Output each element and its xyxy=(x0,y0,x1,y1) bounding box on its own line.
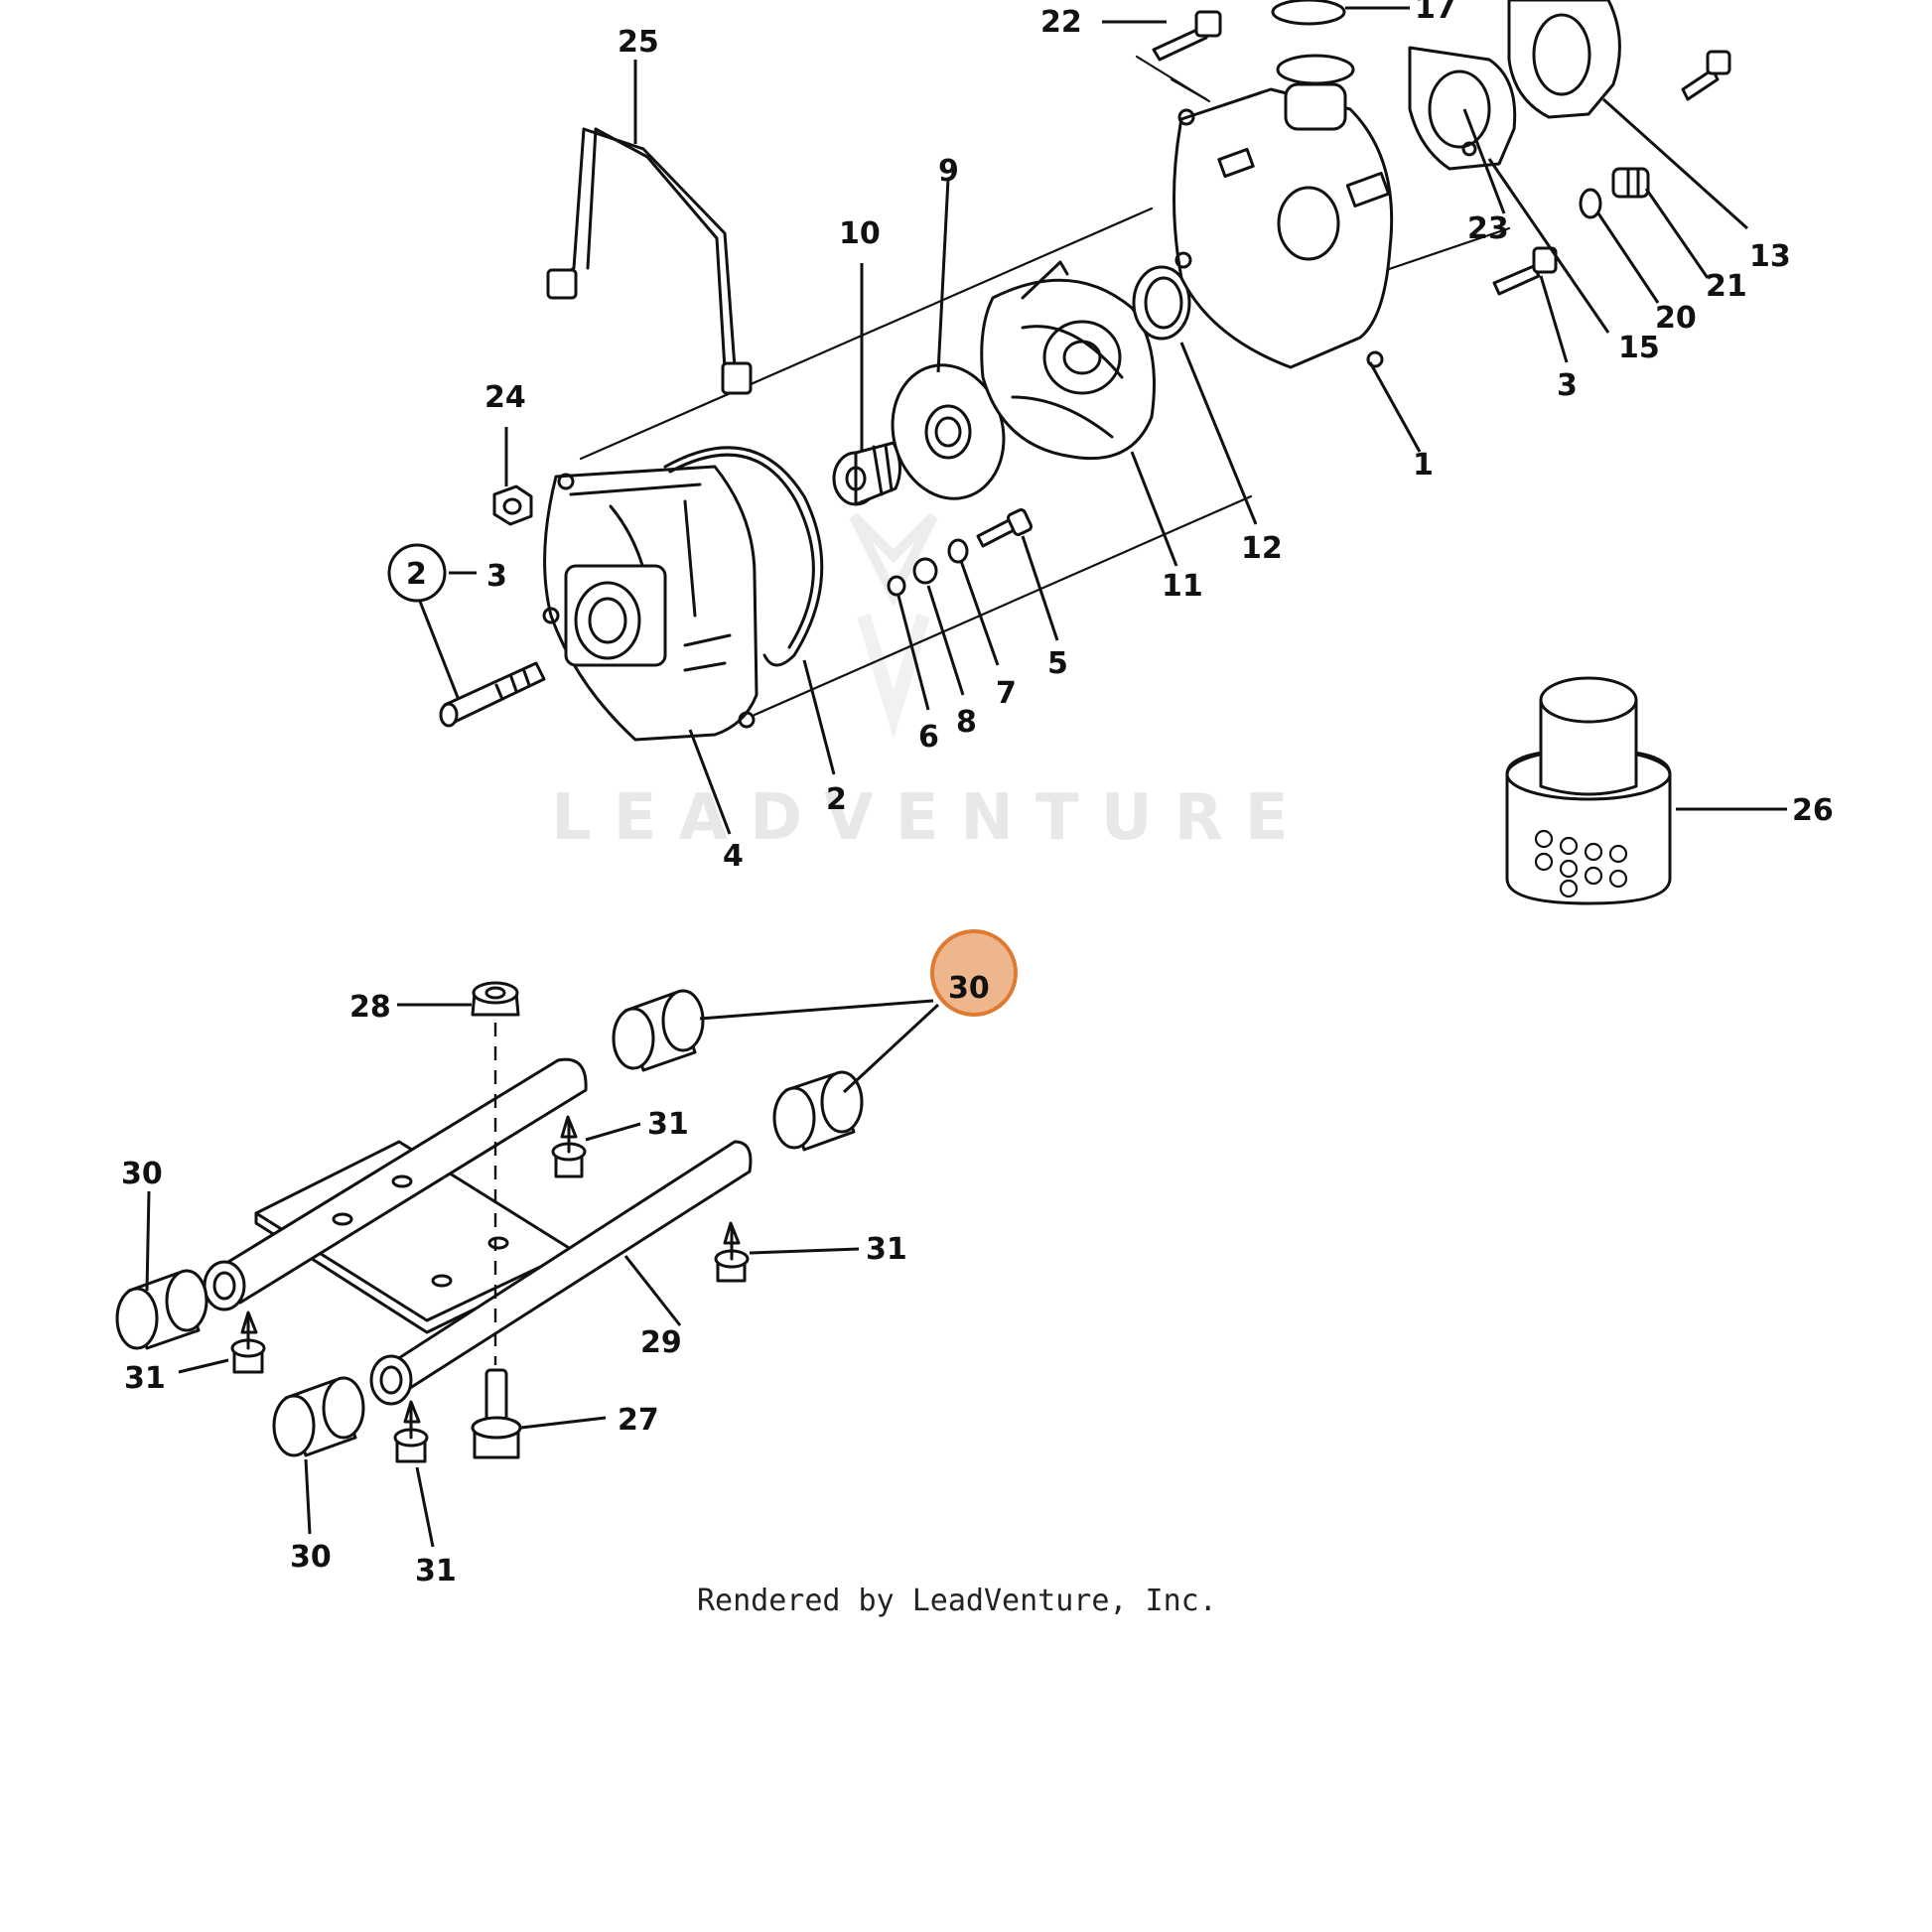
callout-8: 8 xyxy=(956,705,977,740)
callout-22: 22 xyxy=(1040,5,1082,40)
callout-27: 27 xyxy=(618,1403,659,1438)
callout-31-c: 31 xyxy=(124,1361,166,1396)
callout-15: 15 xyxy=(1618,331,1660,365)
callout-21: 21 xyxy=(1706,269,1747,304)
part-7-washer xyxy=(947,538,969,564)
part-12-seal-ring xyxy=(1132,265,1191,341)
part-30-bushing-top-right xyxy=(772,1070,864,1152)
callout-23: 23 xyxy=(1467,211,1509,246)
part-31-screw-b xyxy=(714,1221,750,1283)
callout-10: 10 xyxy=(839,216,881,251)
part-1-pump-housing xyxy=(1173,54,1394,369)
leader-lines xyxy=(145,6,1787,1548)
callout-7: 7 xyxy=(996,676,1017,711)
part-6-washer xyxy=(887,575,906,597)
callout-5: 5 xyxy=(1047,646,1068,681)
highlighted-callout-marker[interactable] xyxy=(930,929,1018,1017)
callout-25: 25 xyxy=(618,25,659,60)
callout-2-circled: 2 xyxy=(406,557,427,592)
part-21-drain-plug xyxy=(1611,167,1650,199)
part-31-screw-a xyxy=(551,1115,587,1178)
callout-29: 29 xyxy=(640,1325,682,1360)
callout-3-right: 3 xyxy=(1557,368,1578,403)
part-24-nut xyxy=(492,484,533,526)
part-22-bolt xyxy=(1152,10,1222,62)
part-5-bolt xyxy=(976,508,1033,548)
callout-31-d: 31 xyxy=(415,1554,457,1588)
callout-30-bottom: 30 xyxy=(290,1540,332,1575)
part-2-o-ring xyxy=(663,446,824,667)
callout-3-left: 3 xyxy=(486,559,507,594)
part-4-front-cover xyxy=(542,465,759,742)
callout-31-b: 31 xyxy=(866,1232,907,1267)
callout-13: 13 xyxy=(1749,239,1791,274)
footer-credit: Rendered by LeadVenture, Inc. xyxy=(697,1584,1217,1618)
watermark-text: LEADVENTURE xyxy=(551,781,1311,855)
callout-11: 11 xyxy=(1162,569,1203,604)
callout-circle-2 xyxy=(387,543,447,603)
part-2-stud xyxy=(439,661,546,728)
callout-labels: 25 9 10 24 2 3 4 2 6 8 7 5 11 12 1 3 23 … xyxy=(121,0,1834,1588)
callout-20: 20 xyxy=(1655,301,1697,336)
part-10-plug xyxy=(832,441,901,506)
callout-24: 24 xyxy=(484,380,526,415)
part-13-cover-plate xyxy=(1507,0,1621,119)
part-27-flange-bolt xyxy=(471,1368,522,1459)
part-30-bushing-bottom xyxy=(272,1376,365,1457)
callout-30-left: 30 xyxy=(121,1157,163,1191)
part-29-frame xyxy=(203,1057,753,1406)
part-26-strainer xyxy=(1505,676,1672,905)
part-25-rod xyxy=(546,127,753,395)
top-right-bolt xyxy=(1681,50,1731,101)
part-31-screw-d xyxy=(393,1400,429,1463)
callout-6: 6 xyxy=(918,720,939,755)
part-11-impeller xyxy=(980,260,1156,461)
part-9-seal-plate xyxy=(891,363,1006,500)
part-30-bushing-top-left xyxy=(612,989,705,1072)
callout-31-a: 31 xyxy=(647,1107,689,1142)
part-15-gasket xyxy=(1461,141,1477,157)
part-31-screw-c xyxy=(230,1311,266,1374)
part-17-o-ring xyxy=(1271,0,1346,26)
part-8-washer xyxy=(912,557,938,585)
part-23-gasket xyxy=(1408,46,1517,171)
part-30-bushing-left xyxy=(115,1269,208,1350)
callout-1: 1 xyxy=(1413,448,1434,483)
part-28-flange-nut xyxy=(471,981,520,1017)
callout-9: 9 xyxy=(938,154,959,189)
part-20-washer xyxy=(1579,188,1602,219)
part-3-bolt xyxy=(1492,246,1558,296)
callout-4: 4 xyxy=(723,839,744,874)
callout-26: 26 xyxy=(1792,793,1834,828)
callout-12: 12 xyxy=(1241,531,1283,566)
callout-2: 2 xyxy=(826,782,847,817)
callout-28: 28 xyxy=(349,990,391,1025)
callout-17: 17 xyxy=(1415,0,1456,26)
callout-30-highlighted[interactable]: 30 xyxy=(948,971,990,1006)
